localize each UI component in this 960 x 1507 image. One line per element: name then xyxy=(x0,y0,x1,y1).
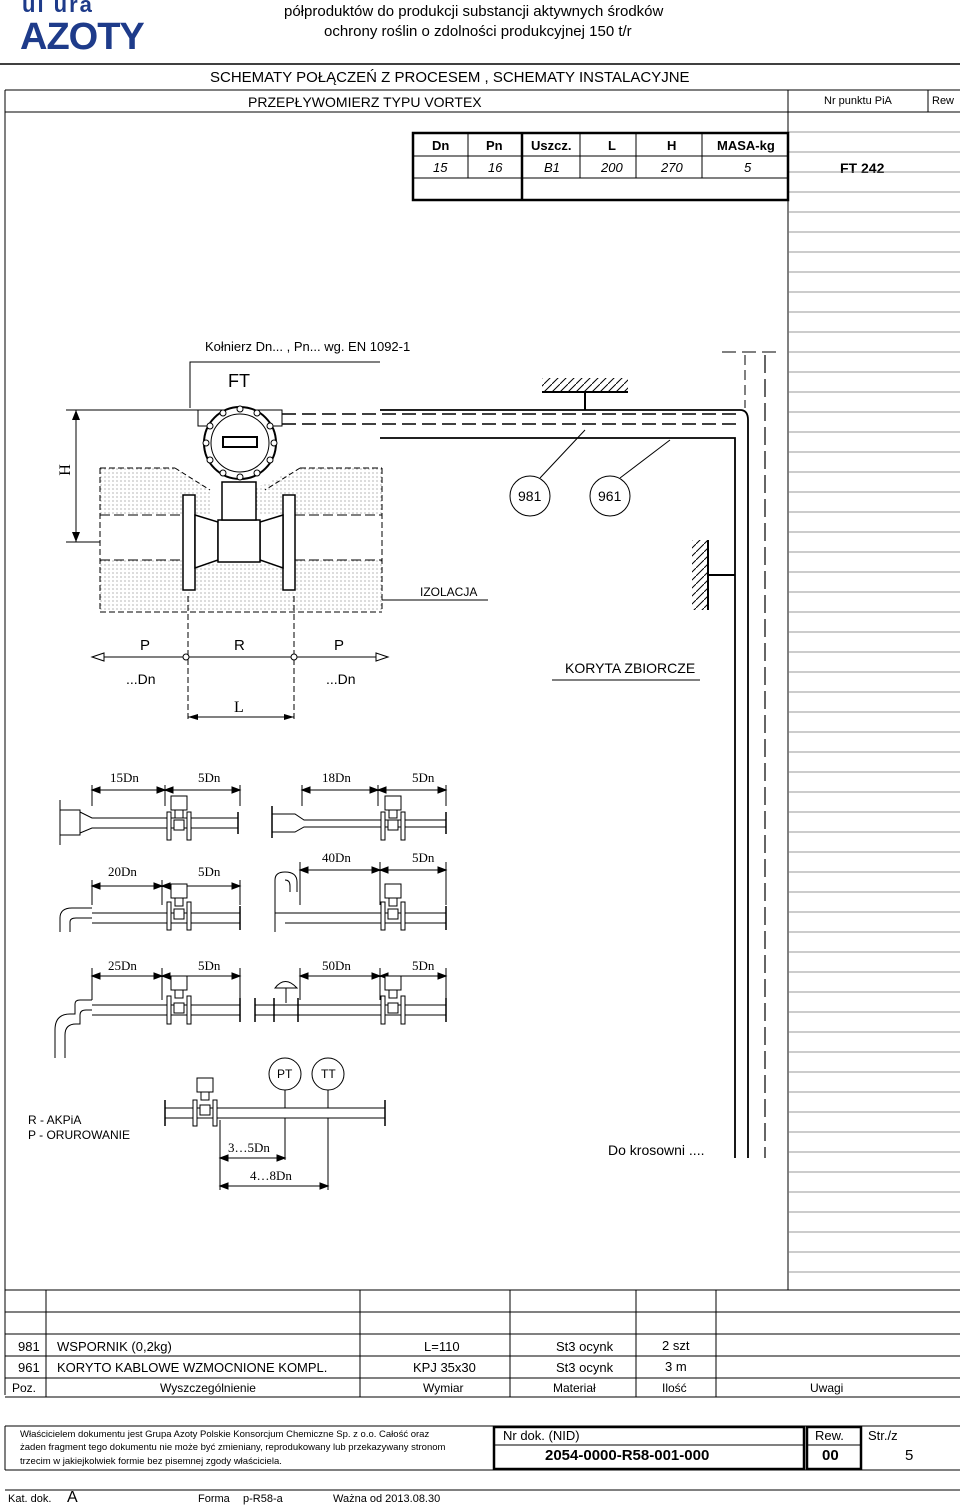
spec-value-l: 200 xyxy=(601,160,623,175)
logo-top-text: ul ura xyxy=(22,0,94,17)
label-dn-right: ...Dn xyxy=(326,671,356,687)
nr-punktu-label: Nr punktu PiA xyxy=(824,95,892,107)
parts-header-name: Wyszczególnienie xyxy=(160,1381,256,1395)
label-p-right: P xyxy=(334,637,345,654)
run-label-40dn: 40Dn xyxy=(322,850,351,865)
label-r: R xyxy=(234,637,245,654)
part-961-name: KORYTO KABLOWE WZMOCNIONE KOMPL. xyxy=(57,1360,328,1375)
dim-3-5dn: 3…5Dn xyxy=(228,1140,270,1155)
str-value: 5 xyxy=(905,1447,914,1464)
spec-header-h: H xyxy=(667,138,677,153)
label-l: L xyxy=(234,699,244,716)
label-p-left: P xyxy=(140,637,151,654)
part-961-qty: 3 m xyxy=(665,1359,687,1374)
run-label-5dn-b: 5Dn xyxy=(412,770,435,785)
part-961-mat: St3 ocynk xyxy=(556,1360,614,1375)
part-961-dim: KPJ 35x30 xyxy=(413,1360,476,1375)
parts-header-mat: Materiał xyxy=(553,1381,596,1395)
rew-label: Rew xyxy=(932,95,955,107)
pt-bubble-label: PT xyxy=(277,1067,293,1081)
owner-note-line2: żaden fragment tego dokumentu nie może b… xyxy=(20,1442,446,1453)
flange-note: Kołnierz Dn... , Pn... wg. EN 1092-1 xyxy=(205,339,411,354)
run-label-50dn: 50Dn xyxy=(322,958,351,973)
device-title: PRZEPŁYWOMIERZ TYPU VORTEX xyxy=(248,94,482,110)
h-dimension-label: H xyxy=(56,464,74,476)
owner-note-line1: Właścicielem dokumentu jest Grupa Azoty … xyxy=(20,1429,430,1440)
straight-run-examples xyxy=(54,785,448,1190)
dim-4-8dn: 4…8Dn xyxy=(250,1168,292,1183)
ft-label: FT xyxy=(228,371,250,391)
project-title-line1: półproduktów do produkcji substancji akt… xyxy=(284,3,664,20)
spec-header-dn: Dn xyxy=(432,138,450,153)
logo-main-text: azoty xyxy=(20,16,145,58)
schema-title: SCHEMATY POŁĄCZEŃ Z PROCESEM , SCHEMATY … xyxy=(210,69,690,86)
frame-lines xyxy=(0,63,960,1491)
spec-tag: FT 242 xyxy=(840,160,885,176)
legend-p: P - ORUROWANIE xyxy=(28,1128,131,1142)
run-label-5dn-a: 5Dn xyxy=(198,770,221,785)
parts-header-qty: Ilość xyxy=(662,1381,687,1395)
part-981-qty: 2 szt xyxy=(662,1338,690,1353)
forma-value: p-R58-a xyxy=(243,1493,283,1505)
flowmeter-section xyxy=(66,351,778,1158)
rew-field-label: Rew. xyxy=(815,1428,844,1443)
parts-header-notes: Uwagi xyxy=(810,1381,844,1395)
parts-header-poz: Poz. xyxy=(12,1381,37,1395)
forma-label: Forma xyxy=(198,1493,230,1505)
to-room-label: Do krosowni .... xyxy=(608,1142,705,1158)
valid-from: Ważna od 2013.08.30 xyxy=(333,1493,441,1505)
run-label-5dn-d: 5Dn xyxy=(412,850,435,865)
legend-r: R - AKPiA xyxy=(28,1113,82,1127)
run-label-5dn-f: 5Dn xyxy=(412,958,435,973)
run-label-20dn: 20Dn xyxy=(108,864,137,879)
project-title-line2: ochrony roślin o zdolności produkcyjnej … xyxy=(324,23,632,40)
part-981-mat: St3 ocynk xyxy=(556,1339,614,1354)
bubble-961-label: 961 xyxy=(598,488,622,504)
spec-value-h: 270 xyxy=(661,160,683,175)
kat-value: A xyxy=(67,1489,78,1506)
spec-value-mass: 5 xyxy=(744,160,752,175)
part-981-dim: L=110 xyxy=(424,1339,460,1354)
nrdok-value: 2054-0000-R58-001-000 xyxy=(545,1447,710,1464)
run-label-15dn: 15Dn xyxy=(110,770,139,785)
rew-field-value: 00 xyxy=(822,1447,839,1464)
spec-header-seal: Uszcz. xyxy=(531,138,572,153)
owner-note-line3: trzecim w jakiejkolwiek formie bez pisem… xyxy=(20,1456,282,1467)
parts-header-dim: Wymiar xyxy=(423,1381,464,1395)
spec-value-seal: B1 xyxy=(544,160,560,175)
spec-header-l: L xyxy=(608,138,616,153)
label-dn-left: ...Dn xyxy=(126,671,156,687)
run-label-18dn: 18Dn xyxy=(322,770,351,785)
spec-value-pn: 16 xyxy=(488,160,503,175)
part-981-poz: 981 xyxy=(18,1339,40,1354)
run-label-5dn-c: 5Dn xyxy=(198,864,221,879)
run-label-5dn-e: 5Dn xyxy=(198,958,221,973)
spec-header-mass: MASA-kg xyxy=(717,138,775,153)
mini-flowmeter-symbols xyxy=(166,795,406,1127)
cable-trays-label: KORYTA ZBIORCZE xyxy=(565,660,696,676)
spec-header-pn: Pn xyxy=(486,138,503,153)
part-981-name: WSPORNIK (0,2kg) xyxy=(57,1339,172,1354)
tt-bubble-label: TT xyxy=(321,1067,336,1081)
insulation-label: IZOLACJA xyxy=(420,585,478,599)
run-label-25dn: 25Dn xyxy=(108,958,137,973)
kat-label: Kat. dok. xyxy=(8,1493,52,1505)
revision-grid xyxy=(788,131,960,1273)
str-label: Str./z xyxy=(868,1428,898,1443)
part-961-poz: 961 xyxy=(18,1360,40,1375)
nrdok-label: Nr dok. (NID) xyxy=(503,1428,580,1443)
spec-value-dn: 15 xyxy=(433,160,448,175)
bubble-981-label: 981 xyxy=(518,488,542,504)
